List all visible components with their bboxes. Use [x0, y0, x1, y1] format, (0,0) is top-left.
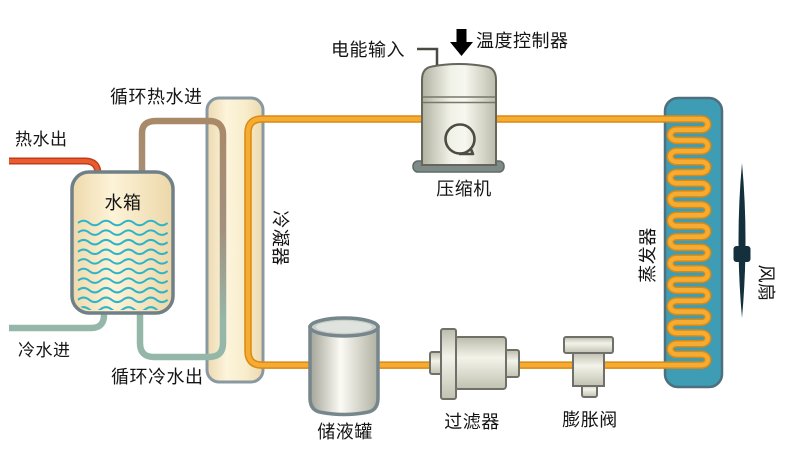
water-wave-line — [77, 277, 169, 284]
power-wire — [417, 47, 439, 65]
water-tank-label: 水箱 — [104, 193, 142, 214]
water-wave-line — [77, 229, 169, 236]
condenser-label: 冷凝器 — [269, 210, 290, 266]
down-arrow-icon — [450, 29, 473, 56]
water-wave-line — [77, 306, 169, 310]
circulating-cold-water-out-label: 循环冷水出 — [111, 367, 204, 387]
evaporator-label: 蒸发器 — [638, 227, 659, 283]
circulating-water-pipe — [136, 117, 227, 361]
water-waves — [77, 219, 169, 310]
liquid-receiver-label: 储液罐 — [317, 422, 373, 443]
compressor-shell — [421, 63, 497, 166]
water-wave-line — [77, 267, 169, 275]
cold-water-in-label: 冷水进 — [18, 341, 71, 360]
fan-label: 风扇 — [755, 264, 776, 302]
compressor-label: 压缩机 — [436, 179, 492, 200]
compressor — [412, 47, 505, 173]
water-wave-line — [77, 258, 169, 265]
liquid-receiver — [308, 316, 380, 417]
cold-water-in-pipe — [9, 312, 108, 332]
water-wave-line — [77, 238, 169, 246]
expansion-valve-label: 膨胀阀 — [562, 410, 618, 431]
hot-water-out-label: 热水出 — [15, 130, 68, 149]
water-wave-line — [77, 296, 169, 304]
water-wave-line — [77, 248, 169, 256]
temperature-controller-label: 温度控制器 — [476, 31, 569, 51]
filter — [429, 328, 520, 400]
fan — [733, 163, 751, 318]
condenser-body — [205, 96, 265, 384]
circulating-hot-water-in-label: 循环热水进 — [110, 87, 203, 107]
electric-input-label: 电能输入 — [331, 40, 405, 60]
expansion-valve — [563, 336, 614, 398]
fan-hub — [733, 246, 751, 262]
water-wave-line — [77, 286, 169, 294]
water-wave-line — [77, 219, 169, 227]
refrigerant-pipe — [245, 116, 710, 368]
fan-blade — [738, 163, 746, 318]
filter-label: 过滤器 — [444, 412, 500, 433]
water-tank — [70, 170, 175, 315]
